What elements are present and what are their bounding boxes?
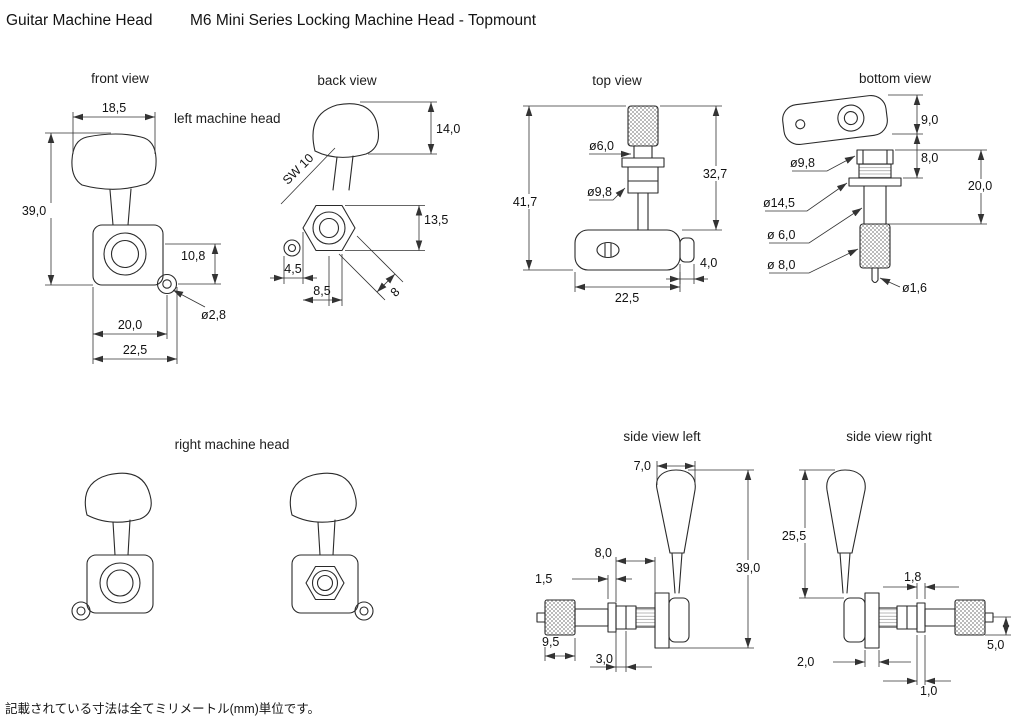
dim-front-screw-hole: ø2,8 xyxy=(201,308,226,322)
page-subtitle: M6 Mini Series Locking Machine Head - To… xyxy=(190,12,537,29)
dim-sideleft-collar: 3,0 xyxy=(596,652,613,666)
dim-sideright-knob-offset: 5,0 xyxy=(987,638,1004,652)
bottom-outline xyxy=(782,94,902,284)
dim-front-button-width: 18,5 xyxy=(102,101,126,115)
dim-bottom-flange-dia: ø14,5 xyxy=(763,196,795,210)
right-machine-head-label: right machine head xyxy=(174,437,290,452)
dim-front-overall-height: 39,0 xyxy=(22,204,46,218)
top-view-label: top view xyxy=(592,73,642,88)
dim-top-overall-height: 41,7 xyxy=(513,195,537,209)
dim-bottom-bushing-height: 8,0 xyxy=(921,151,938,165)
side-view-left-drawing: 7,0 39,0 8,0 1,5 9,5 3,0 xyxy=(535,459,770,672)
front-view-drawing: 18,5 39,0 10,8 ø2,8 20,0 22,5 xyxy=(15,101,226,364)
right-head-hex-outline xyxy=(289,472,374,621)
dim-top-tab-width: 4,0 xyxy=(700,256,717,270)
dim-back-nut-offset: 8,5 xyxy=(313,284,330,298)
side-view-right-label: side view right xyxy=(846,429,932,444)
dim-front-hole-center: 20,0 xyxy=(118,318,142,332)
units-note: 記載されている寸法は全てミリメートル(mm)単位です。 xyxy=(5,702,321,716)
front-view-label: front view xyxy=(91,71,149,86)
side-left-outline xyxy=(536,469,696,649)
right-head-plain-outline xyxy=(71,472,154,621)
dim-top-post-height: 32,7 xyxy=(703,167,727,181)
side-right-outline xyxy=(826,469,994,649)
dim-bottom-bushing-dia: ø9,8 xyxy=(790,156,815,170)
dim-front-hole-offset: 10,8 xyxy=(181,249,205,263)
dim-bottom-body-thickness: 9,0 xyxy=(921,113,938,127)
dim-back-nut-height: 13,5 xyxy=(424,213,448,227)
dim-top-body-width: 22,5 xyxy=(615,291,639,305)
back-outline xyxy=(283,103,380,257)
dim-back-diag: 8 xyxy=(388,285,403,300)
back-view-label: back view xyxy=(317,73,377,88)
dim-front-body-width: 22,5 xyxy=(123,343,147,357)
dim-sideleft-button-top: 7,0 xyxy=(634,459,651,473)
bottom-view-drawing: 9,0 8,0 20,0 ø9,8 ø14,5 ø 6,0 ø 8,0 ø1,6 xyxy=(763,94,1003,295)
dim-top-shaft-dia: ø6,0 xyxy=(589,139,614,153)
front-outline xyxy=(71,133,178,295)
dim-sideleft-washer: 1,5 xyxy=(535,572,552,586)
top-dimension-lines xyxy=(523,105,722,292)
dim-sideleft-bushing-length: 8,0 xyxy=(595,546,612,560)
side-view-left-label: side view left xyxy=(623,429,701,444)
page-title: Guitar Machine Head xyxy=(6,12,153,29)
dim-sideright-flange: 1,8 xyxy=(904,570,921,584)
dim-bottom-knob-dia: ø 8,0 xyxy=(767,258,796,272)
bottom-view-label: bottom view xyxy=(858,71,932,86)
dim-back-wrench-size: SW 10 xyxy=(280,151,316,187)
back-view-drawing: SW 10 14,0 13,5 4,5 8,5 8 xyxy=(270,101,460,306)
dim-sideleft-knob-length: 9,5 xyxy=(542,635,559,649)
dim-sideleft-overall-height: 39,0 xyxy=(736,561,760,575)
dim-top-bushing-dia: ø9,8 xyxy=(587,185,612,199)
right-machine-head-drawing xyxy=(71,472,374,621)
dim-bottom-post-length: 20,0 xyxy=(968,179,992,193)
dim-sideright-button-length: 25,5 xyxy=(782,529,806,543)
side-left-dimension-lines xyxy=(544,461,754,672)
top-outline xyxy=(574,105,695,271)
dim-sideright-plate: 2,0 xyxy=(797,655,814,669)
left-machine-head-annotation: left machine head xyxy=(174,111,281,126)
side-view-right-drawing: 25,5 1,8 2,0 5,0 1,0 xyxy=(775,469,1011,698)
dim-sideright-washer: 1,0 xyxy=(920,684,937,698)
back-dimension-lines xyxy=(270,101,437,306)
top-view-drawing: 41,7 32,7 ø6,0 ø9,8 4,0 22,5 xyxy=(506,105,736,305)
dim-bottom-shaft-dia: ø 6,0 xyxy=(767,228,796,242)
dim-back-button-height: 14,0 xyxy=(436,122,460,136)
dim-back-tab-offset: 4,5 xyxy=(284,262,301,276)
dim-bottom-pin-dia: ø1,6 xyxy=(902,281,927,295)
